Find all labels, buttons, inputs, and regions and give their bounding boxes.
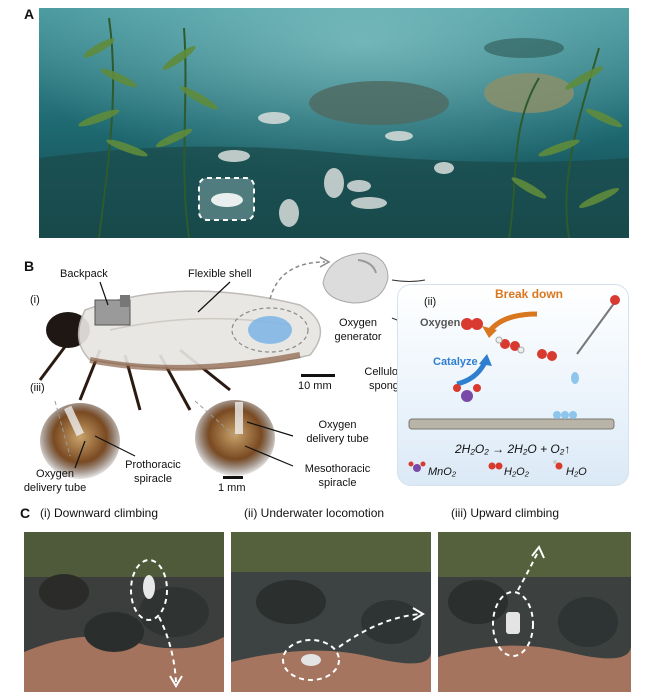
scale-10mm-label: 10 mm <box>298 380 332 392</box>
mesothoracic-line1: Mesothoracic <box>304 463 371 475</box>
break-down-label: Break down <box>495 287 564 301</box>
panel-c-title-3: (iii) Upward climbing <box>451 506 560 520</box>
panel-c-title-1: (i) Downward climbing <box>40 506 159 520</box>
flexible-shell-label: Flexible shell <box>188 268 252 280</box>
subpanel-iii-label: (iii) <box>30 382 45 394</box>
subpanel-ii-label: (ii) <box>424 296 437 308</box>
oxygen-generator-image <box>318 248 393 308</box>
spiracle-insets <box>35 396 350 486</box>
catalyze-label: Catalyze <box>433 356 478 368</box>
oxygen-tube-right-line1: Oxygen <box>318 419 357 431</box>
oxygen-tube-left-line1: Oxygen <box>36 468 74 480</box>
cellulose-sponge-label-line2: sponge <box>368 380 406 392</box>
panel-a-letter: A <box>24 6 35 22</box>
underwater-locomotion-photo <box>231 532 431 692</box>
reaction-equation: 2H₂O₂ → 2H₂O + O₂↑ <box>455 442 571 456</box>
reaction-graphics <box>397 284 627 484</box>
prothoracic-line1: Prothoracic <box>125 459 181 471</box>
downward-climbing-photo <box>24 532 224 692</box>
cockroach-robot-illustration <box>30 270 340 420</box>
oxygen-tube-left-line2: delivery tube <box>23 482 87 494</box>
oxygen-generator-label-line2: generator <box>334 331 382 343</box>
oxygen-generator-label-line1: Oxygen <box>339 317 377 329</box>
prothoracic-line2: spiracle <box>134 473 172 485</box>
upward-climbing-photo <box>438 532 631 692</box>
subpanel-i-label: (i) <box>30 294 40 306</box>
dashed-arc-arrow <box>265 254 335 304</box>
scale-1mm-label: 1 mm <box>218 482 246 494</box>
legend-mno2: MnO₂ <box>428 466 457 478</box>
scale-bar-10mm <box>301 374 335 377</box>
oxygen-tube-right-line2: delivery tube <box>306 433 369 445</box>
underwater-scene-photo <box>39 8 629 238</box>
mesothoracic-line2: spiracle <box>318 477 357 489</box>
legend-h2o: H₂O <box>566 466 587 478</box>
pointer-lines-top <box>80 280 250 320</box>
legend-h2o2: H₂O₂ <box>504 466 529 478</box>
backpack-label: Backpack <box>60 268 108 280</box>
panel-c-letter: C <box>20 505 31 521</box>
oxygen-molecule-label: Oxygen <box>420 317 461 329</box>
panel-c-title-2: (ii) Underwater locomotion <box>244 506 385 520</box>
panel-b-letter: B <box>24 258 35 274</box>
